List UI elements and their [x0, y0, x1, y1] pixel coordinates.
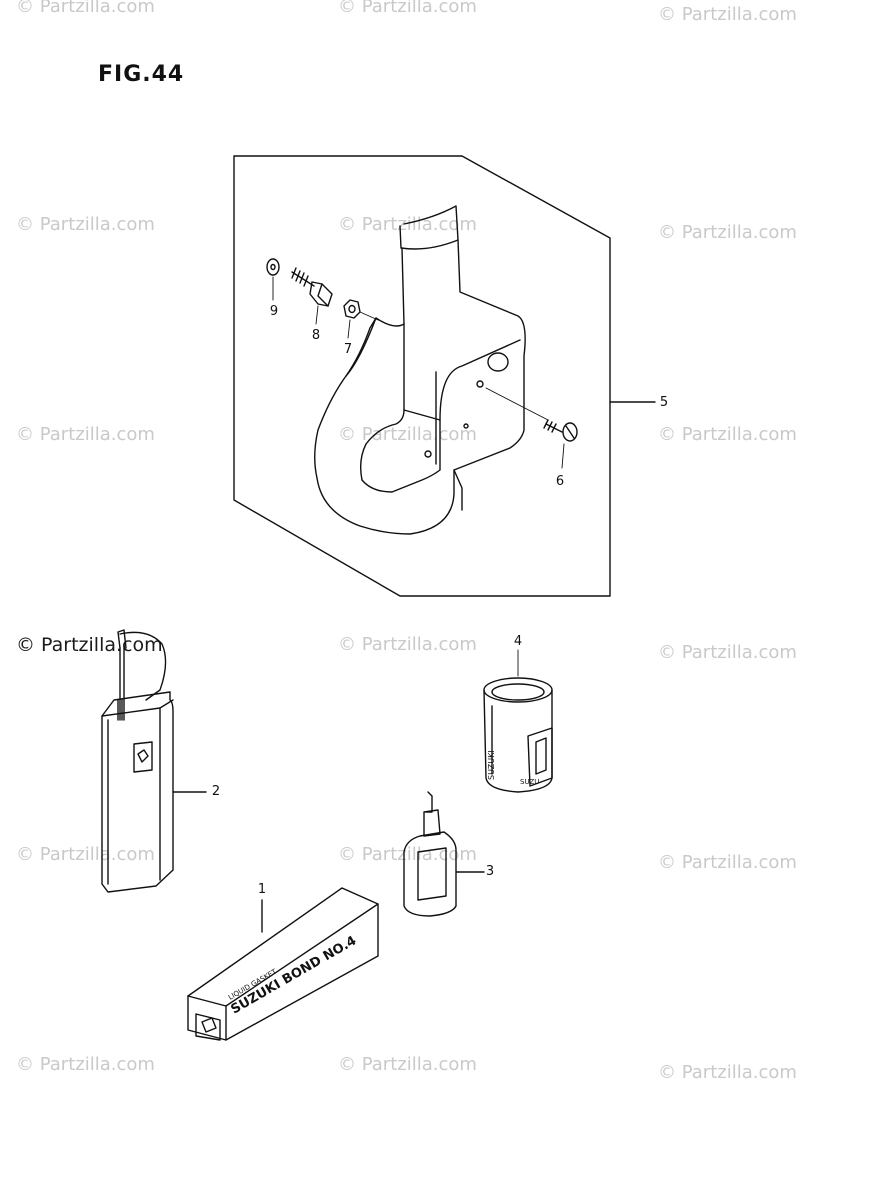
kit-boundary — [233, 155, 611, 597]
watermark: © Partzilla.com — [16, 214, 155, 235]
watermark: © Partzilla.com — [16, 844, 155, 865]
callout-2: 2 — [211, 784, 221, 799]
watermark: © Partzilla.com — [338, 634, 477, 655]
watermark: © Partzilla.com — [658, 1062, 797, 1083]
callout-6: 6 — [555, 474, 565, 489]
watermark: © Partzilla.com — [658, 222, 797, 243]
watermark: © Partzilla.com — [658, 852, 797, 873]
watermark: © Partzilla.com — [16, 424, 155, 445]
watermark: © Partzilla.com — [338, 1054, 477, 1075]
leader-nut-to-cover — [359, 311, 379, 321]
figure-title: FIG.44 — [98, 62, 185, 87]
washer-9 — [266, 258, 280, 276]
callout-1: 1 — [257, 882, 267, 897]
watermark: © Partzilla.com — [338, 424, 477, 445]
watermark-dark: © Partzilla.com — [16, 634, 163, 656]
watermark: © Partzilla.com — [16, 1054, 155, 1075]
grease-bottle — [403, 791, 457, 917]
watermark: © Partzilla.com — [658, 4, 797, 25]
leader-6 — [561, 443, 565, 469]
watermark: © Partzilla.com — [658, 642, 797, 663]
can-label: SUZUKI — [487, 750, 496, 780]
callout-5: 5 — [659, 395, 669, 410]
watermark: © Partzilla.com — [658, 424, 797, 445]
callout-9: 9 — [269, 304, 279, 319]
bond-box — [187, 887, 379, 1041]
chain-case-cover — [314, 205, 526, 535]
watermark: © Partzilla.com — [16, 0, 155, 17]
bolt-8 — [291, 267, 333, 307]
bond-label-large: SUZUKI BOND NO.4 — [229, 933, 360, 1017]
watermark: © Partzilla.com — [338, 214, 477, 235]
nut-7 — [343, 299, 361, 319]
paint-can — [483, 677, 553, 793]
leader-8 — [315, 305, 319, 325]
leader-7 — [347, 319, 351, 339]
leader-screw — [485, 387, 549, 421]
screw-6 — [543, 419, 578, 442]
oil-can — [101, 629, 174, 893]
can-side-label: SUZU — [520, 778, 539, 786]
watermark: © Partzilla.com — [338, 0, 477, 17]
callout-4: 4 — [513, 634, 523, 649]
callout-7: 7 — [343, 342, 353, 357]
callout-3: 3 — [485, 864, 495, 879]
callout-8: 8 — [311, 328, 321, 343]
